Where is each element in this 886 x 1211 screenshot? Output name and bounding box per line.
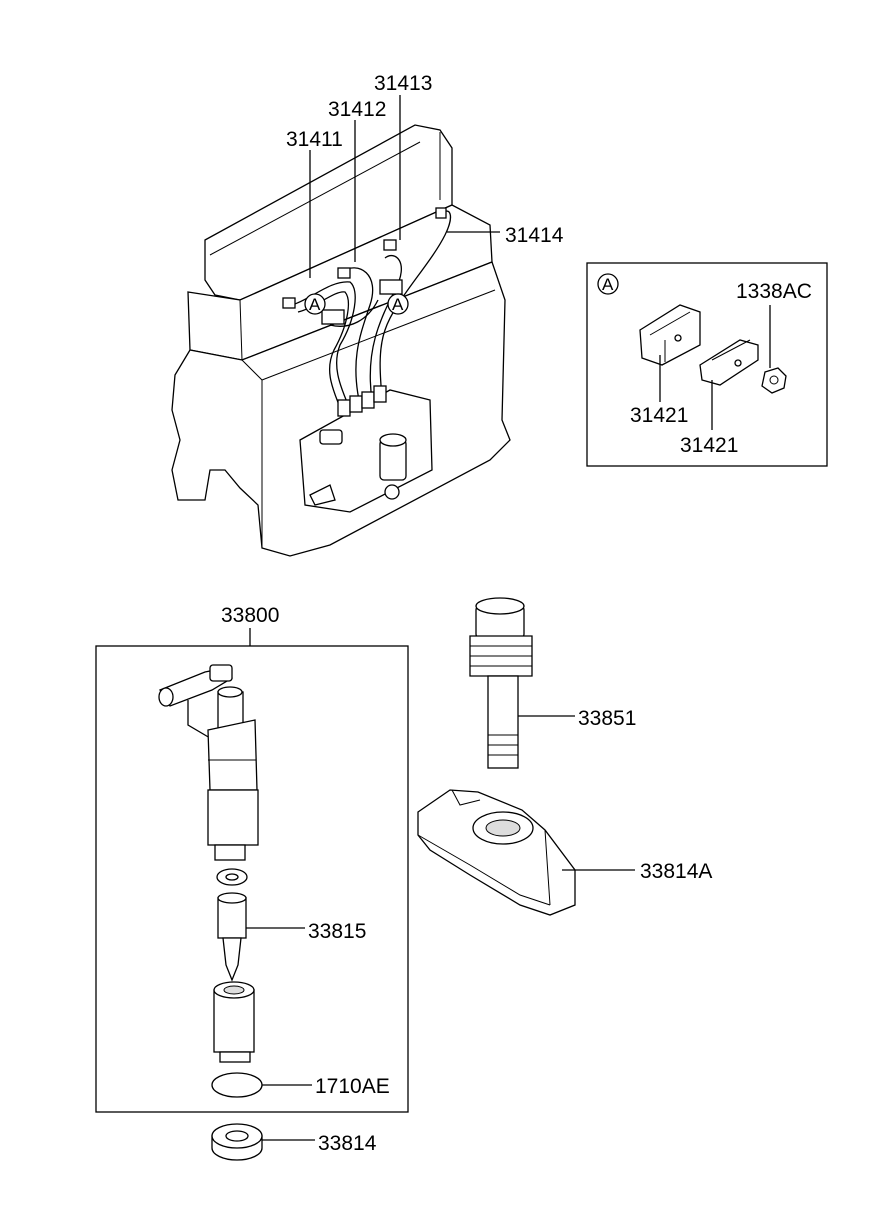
label-31421-first: 31421 <box>630 404 688 427</box>
callout-marker-a-left <box>304 293 326 315</box>
label-1338AC: 1338AC <box>736 280 812 303</box>
label-33814A: 33814A <box>640 860 712 883</box>
injector-assembly-box <box>95 645 409 1113</box>
label-33851: 33851 <box>578 707 636 730</box>
detail-a-panel: A <box>586 262 828 467</box>
engine-block-illustration: A A <box>171 124 511 557</box>
bolt-33851-illustration <box>469 597 533 769</box>
washer-33814-illustration <box>211 1123 263 1161</box>
label-33800: 33800 <box>221 604 279 627</box>
label-31421-second: 31421 <box>680 434 738 457</box>
engine-leader-lines <box>309 95 500 278</box>
label-31412: 31412 <box>328 98 386 121</box>
callout-marker-a-right-text: A <box>392 295 404 314</box>
label-1710AE: 1710AE <box>315 1075 390 1098</box>
label-31411: 31411 <box>286 128 343 151</box>
label-33815: 33815 <box>308 920 366 943</box>
label-31414: 31414 <box>505 224 564 247</box>
clamp-33814A-illustration <box>417 789 576 916</box>
callout-marker-a-right <box>387 293 409 315</box>
label-31413: 31413 <box>374 72 432 95</box>
detail-a-marker-text: A <box>602 275 614 294</box>
callout-marker-a-left-text: A <box>309 295 321 314</box>
detail-a-marker <box>597 273 619 295</box>
injector-illustration <box>158 664 263 1098</box>
label-33814: 33814 <box>318 1132 377 1155</box>
